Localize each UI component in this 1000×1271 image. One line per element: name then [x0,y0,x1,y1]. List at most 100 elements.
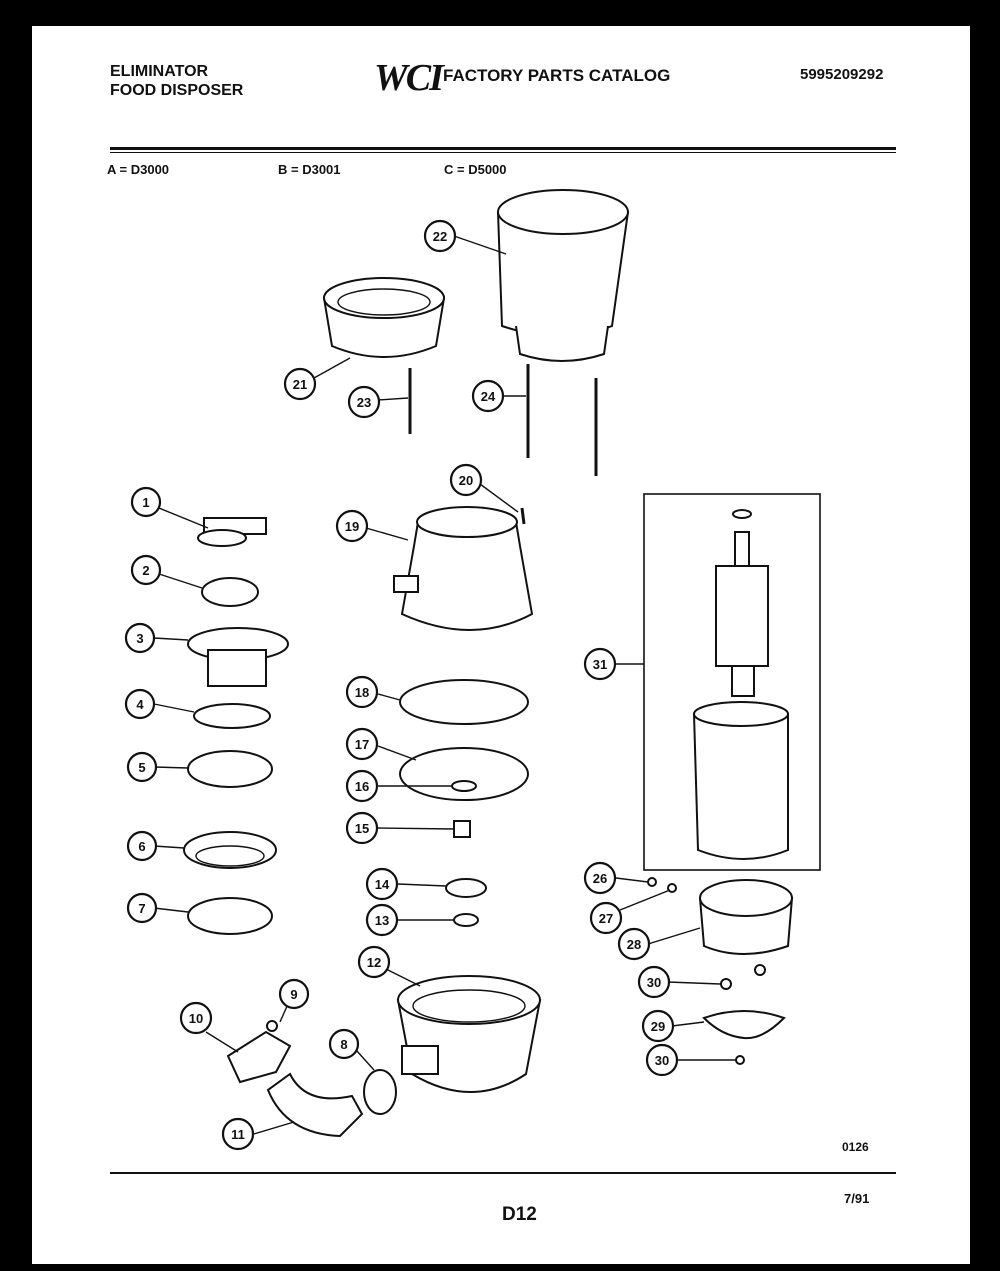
part-19-upper-housing [393,506,534,631]
header-rule-thin [110,152,896,153]
part-11-discharge-tube [266,1072,364,1138]
page-code: D12 [502,1204,537,1225]
callout-10: 10 [179,1001,213,1035]
svg-text:30: 30 [655,1053,669,1068]
part-3-sink-flange [187,627,289,687]
svg-text:30: 30 [647,975,661,990]
callout-31: 31 [583,647,617,681]
catalog-page: ELIMINATOR FOOD DISPOSER WCI FACTORY PAR… [32,26,970,1264]
part-31-motor-box [643,493,821,871]
svg-text:15: 15 [355,821,369,836]
svg-text:20: 20 [459,473,473,488]
part-30-nut [720,978,732,990]
part-29-bottom-plate [702,1010,786,1040]
svg-text:7: 7 [138,901,145,916]
part-5-backup-ring [187,750,273,788]
svg-text:18: 18 [355,685,369,700]
part-14-bearing [445,878,487,898]
catalog-number: 5995209292 [800,66,884,83]
callout-21: 21 [283,367,317,401]
part-10-discharge-flange [226,1030,292,1084]
svg-text:26: 26 [593,871,607,886]
part-7-gasket [187,897,273,935]
page-date: 7/91 [844,1191,870,1206]
model-c: C = D5000 [444,162,507,177]
exploded-parts-diagram: 1 2 3 4 5 6 7 8 9 10 11 12 13 14 15 16 1… [124,189,821,1151]
drawing-code: 0126 [842,1140,869,1154]
svg-text:21: 21 [293,377,307,392]
part-2-splash-baffle [201,577,259,607]
callout-26: 26 [583,861,617,895]
callout-4: 4 [124,688,156,720]
callout-27: 27 [589,901,623,935]
model-b: B = D3001 [278,162,341,177]
svg-text:13: 13 [375,913,389,928]
part-17-shredder-plate [399,747,529,801]
callout-9: 9 [278,978,310,1010]
part-1-stopper [197,517,267,547]
model-a: A = D3000 [107,162,170,177]
part-4-o-ring [193,703,271,729]
callout-6: 6 [126,830,158,862]
svg-text:8: 8 [340,1037,347,1052]
catalog-title: FACTORY PARTS CATALOG [443,66,671,85]
callout-5: 5 [126,751,158,783]
svg-text:31: 31 [593,657,607,672]
callout-8: 8 [328,1028,360,1060]
part-28-end-bell [698,879,794,955]
svg-text:22: 22 [433,229,447,244]
part-20-screw [520,507,526,525]
svg-text:9: 9 [290,987,297,1002]
svg-text:12: 12 [367,955,381,970]
leader-lines [153,235,736,1135]
callout-11: 11 [221,1117,255,1151]
svg-text:14: 14 [375,877,390,892]
callout-3: 3 [124,622,156,654]
part-6-mounting-ring [183,831,277,869]
callout-14: 14 [365,867,399,901]
svg-text:24: 24 [481,389,496,404]
callout-13: 13 [365,903,399,937]
callout-24: 24 [471,379,505,413]
callout-28: 28 [617,927,651,961]
part-30-lower-nut [735,1055,745,1065]
footer-rule [110,1172,896,1174]
svg-text:28: 28 [627,937,641,952]
svg-text:1: 1 [142,495,149,510]
wci-logo: WCI [374,57,444,99]
callout-22: 22 [423,219,457,253]
callout-12: 12 [357,945,391,979]
part-8-gasket [363,1069,397,1115]
part-22-hopper [496,189,630,362]
callout-20: 20 [449,463,483,497]
part-9-screw [266,1020,278,1032]
callout-15: 15 [345,811,379,845]
callout-16: 16 [345,769,379,803]
svg-text:11: 11 [231,1127,245,1142]
svg-text:17: 17 [355,737,369,752]
callout-17: 17 [345,727,379,761]
svg-text:5: 5 [138,760,145,775]
callout-29: 29 [641,1009,675,1043]
callout-7: 7 [126,892,158,924]
part-13-washer [453,913,479,927]
header-rule [110,147,896,150]
brand-line1: ELIMINATOR [110,63,209,80]
svg-text:6: 6 [138,839,145,854]
svg-text:16: 16 [355,779,369,794]
part-21-mounting-ring [323,277,445,358]
callout-18: 18 [345,675,379,709]
svg-text:10: 10 [189,1011,203,1026]
svg-text:2: 2 [142,563,149,578]
part-31-motor [692,509,789,860]
callout-30-lower: 30 [645,1043,679,1077]
callout-1: 1 [130,486,162,518]
part-18-turntable [399,679,529,725]
svg-text:3: 3 [136,631,143,646]
part-15-spacer [453,820,471,838]
svg-text:27: 27 [599,911,613,926]
part-12-lower-housing [396,975,542,1093]
svg-text:23: 23 [357,395,371,410]
part-26-nut [647,877,657,887]
svg-text:19: 19 [345,519,359,534]
